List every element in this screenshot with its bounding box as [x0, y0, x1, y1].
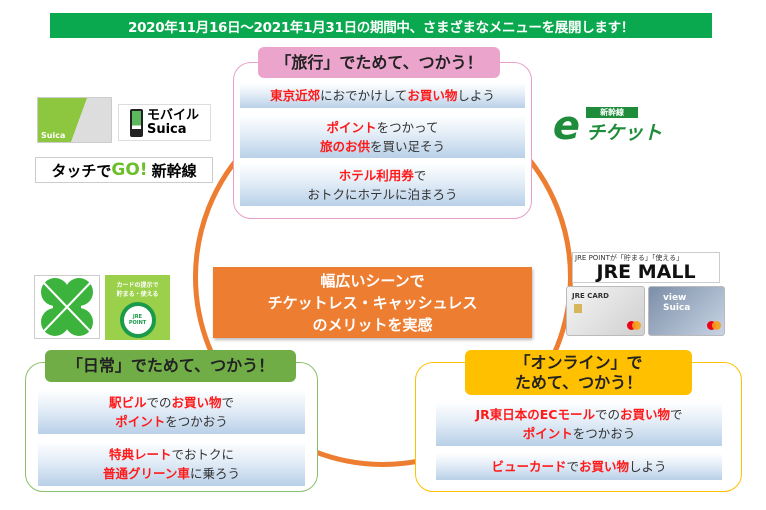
travel-item: 東京近郊におでかけしてお買い物しよう — [240, 83, 525, 108]
jre-mall-logo: JRE POINTが「貯まる」「使える」 JRE MALL — [572, 252, 720, 283]
online-header: 「オンライン」でためて、つかう！ — [465, 350, 692, 395]
touch-go-shinkansen: 新幹線 — [151, 161, 197, 180]
header-line: 「日常」でためて、つかう！ — [66, 356, 275, 375]
plain-text: をつかおう — [165, 414, 228, 429]
highlight-text: ポイント — [522, 426, 573, 441]
item-line: JR東日本のECモールでのお買い物で — [475, 405, 682, 424]
header-line: ためて、つかう！ — [514, 372, 643, 392]
highlight-text: お買い物 — [171, 395, 222, 410]
clover-logo — [34, 275, 100, 339]
plain-text: しよう — [629, 459, 667, 474]
touch-go-logo: タッチで GO! 新幹線 — [35, 157, 213, 183]
jre-point-logo: カードの提示で 貯まる・使える JRE POINT — [105, 275, 170, 340]
highlight-text: ポイント — [326, 119, 377, 135]
eticket-ticket: チケット — [586, 122, 663, 144]
plain-text: でおトクに — [171, 446, 235, 462]
item-line: 旅のお供を買い足そう — [320, 137, 445, 156]
item-line: ポイントをつかおう — [523, 424, 636, 443]
center-line: チケットレス・キャッシュレス — [267, 293, 478, 312]
plain-text: おトクにホテルに泊まろう — [307, 186, 458, 202]
highlight-text: 駅ビル — [108, 395, 147, 410]
mobile-suica-line2: Suica — [146, 121, 187, 137]
jre-card-text: JRE CARD — [572, 292, 609, 300]
period-banner: 2020年11月16日～2021年1月31日の期間中、さまざまなメニューを展開し… — [50, 13, 712, 38]
center-message: 幅広いシーンで チケットレス・キャッシュレス のメリットを実感 — [213, 267, 532, 338]
header-line: 「オンライン」で — [514, 352, 643, 372]
travel-item: ホテル利用券でおトクにホテルに泊まろう — [240, 163, 525, 206]
highlight-text: お買い物 — [579, 459, 630, 474]
daily-item: 駅ビルでのお買い物でポイントをつかおう — [38, 390, 305, 434]
view-suica-text: view Suica — [663, 293, 691, 313]
travel-item: ポイントをつかって旅のお供を買い足そう — [240, 115, 525, 158]
highlight-text: お買い物 — [619, 407, 670, 422]
highlight-text: 東京近郊 — [270, 88, 321, 103]
eticket-shinkansen: 新幹線 — [586, 107, 639, 118]
item-line: ビューカードでお買い物しよう — [491, 457, 666, 476]
highlight-text: ホテル利用券 — [338, 167, 414, 183]
e-letter: e — [552, 103, 581, 149]
highlight-text: 普通グリーン車 — [103, 465, 190, 481]
travel-header: 「旅行」でためて、つかう！ — [258, 47, 500, 78]
suica-card-logo: Suica — [37, 97, 112, 143]
highlight-text: 特典レート — [108, 446, 172, 462]
item-line: ホテル利用券で — [339, 166, 427, 185]
plain-text: での — [594, 407, 620, 422]
plain-text: で — [221, 395, 235, 410]
item-line: 駅ビルでのお買い物で — [109, 393, 234, 412]
item-line: ポイントをつかって — [327, 118, 439, 137]
item-line: 特典レートでおトクに — [109, 445, 234, 464]
mobile-suica-line1: モバイル — [146, 107, 199, 123]
item-line: ポイントをつかおう — [115, 412, 228, 431]
mobile-suica-logo: モバイル Suica — [118, 104, 211, 141]
item-line: おトクにホテルに泊まろう — [307, 185, 457, 204]
header-line: 「旅行」でためて、つかう！ — [275, 52, 483, 72]
center-line: 幅広いシーンで — [320, 271, 425, 290]
item-line: 東京近郊におでかけしてお買い物しよう — [270, 86, 495, 105]
plain-text: をつかって — [376, 119, 439, 135]
highlight-text: ポイント — [115, 414, 166, 429]
online-item: ビューカードでお買い物しよう — [436, 453, 722, 480]
touch-go-text: タッチで — [51, 161, 112, 180]
daily-item: 特典レートでおトクに普通グリーン車に乗ろう — [38, 441, 305, 486]
plain-text: をつかおう — [572, 426, 636, 441]
highlight-text: お買い物 — [407, 88, 458, 103]
item-line: 普通グリーン車に乗ろう — [103, 464, 240, 483]
highlight-text: ビューカード — [491, 459, 567, 474]
jre-mall-tagline: JRE POINTが「貯まる」「使える」 — [575, 254, 684, 262]
jre-card-image: JRE CARD — [566, 286, 645, 336]
jre-mall-name: JRE MALL — [596, 261, 696, 283]
plain-text: で — [566, 459, 579, 474]
plain-text: に乗ろう — [189, 465, 240, 481]
jre-point-text2: 貯まる・使える — [116, 291, 159, 298]
touch-go-go: GO! — [111, 160, 148, 180]
jre-point-text1: カードの提示で — [116, 282, 159, 289]
plain-text: で — [413, 167, 427, 183]
highlight-text: 旅のお供 — [319, 138, 370, 154]
plain-text: で — [670, 407, 683, 422]
eticket-logo: e 新幹線 チケット — [540, 103, 675, 149]
highlight-text: JR東日本のECモール — [475, 407, 595, 422]
center-line: のメリットを実感 — [312, 315, 433, 334]
view-suica-card-image: view Suica — [648, 286, 725, 336]
plain-text: しよう — [457, 88, 495, 103]
plain-text: におでかけして — [320, 88, 408, 103]
plain-text: での — [146, 395, 172, 410]
suica-card-text: Suica — [41, 131, 66, 140]
plain-text: を買い足そう — [370, 138, 446, 154]
daily-header: 「日常」でためて、つかう！ — [45, 350, 296, 382]
jre-point-mark: JRE POINT — [128, 314, 147, 326]
online-item: JR東日本のECモールでのお買い物でポイントをつかおう — [436, 402, 722, 446]
phone-icon — [129, 108, 143, 137]
